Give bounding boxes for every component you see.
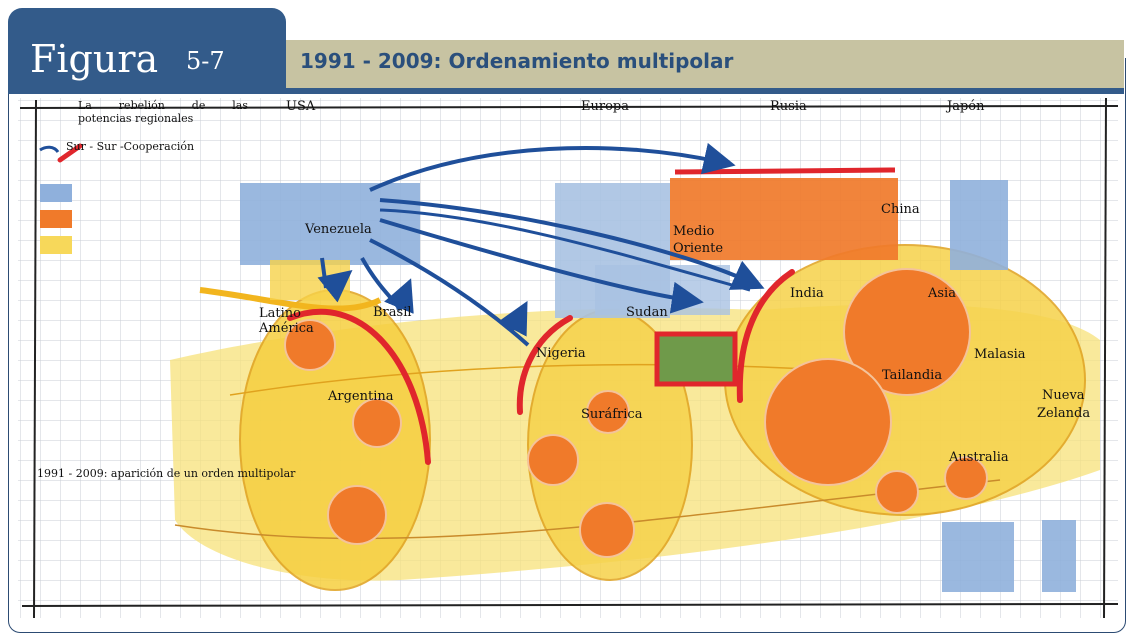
figure-tab xyxy=(8,8,286,94)
legend-red-arc-icon xyxy=(57,143,83,163)
band-edge-line xyxy=(229,363,901,396)
label-surafrica: Suráfrica xyxy=(581,407,643,422)
circle-africa-1 xyxy=(527,434,579,486)
circle-asia-small-1 xyxy=(875,470,919,514)
circle-latin-2 xyxy=(352,398,402,448)
label-usa: USA xyxy=(286,99,316,114)
right-axis-line xyxy=(1103,97,1107,619)
circle-latin-3 xyxy=(327,485,387,545)
label-argentina: Argentina xyxy=(328,389,394,404)
red-arc-africa xyxy=(516,315,573,415)
label-rusia: Rusia xyxy=(770,99,807,114)
label-brasil: Brasil xyxy=(373,305,412,320)
label-nueva: Nueva xyxy=(1042,388,1085,403)
label-japon: Japón xyxy=(947,99,985,114)
label-china: China xyxy=(881,202,920,217)
label-sudan: Sudan xyxy=(626,305,668,320)
arrow-to-india xyxy=(379,208,751,292)
label-latino: Latino xyxy=(259,306,301,321)
label-europa: Europa xyxy=(581,99,629,114)
label-america: América xyxy=(259,321,314,336)
legend-cooperation: Sur - Sur -Cooperación xyxy=(66,140,195,153)
arrow-to-china xyxy=(379,198,765,290)
legend-blue-arrow-icon xyxy=(39,145,60,153)
label-nigeria: Nigeria xyxy=(536,346,586,361)
diagram-caption: 1991 - 2009: aparición de un orden multi… xyxy=(37,467,296,480)
circle-asia-big xyxy=(843,268,971,396)
arrow-to-russia xyxy=(369,142,736,192)
header-rule xyxy=(8,88,1124,94)
label-malasia: Malasia xyxy=(974,347,1026,362)
red-arc-asia xyxy=(736,269,795,403)
label-asia: Asia xyxy=(928,286,956,301)
label-venezuela: Venezuela xyxy=(305,222,372,237)
title-bar xyxy=(286,40,1124,88)
figure-word: Figura xyxy=(30,37,159,81)
circle-africa-3 xyxy=(579,502,635,558)
legend-swatch-orange xyxy=(40,210,72,228)
legend-rebellion-line2: potencias regionales xyxy=(78,112,194,125)
russia-block xyxy=(670,178,898,260)
small-blue-block-2 xyxy=(1042,520,1076,592)
label-australia: Australia xyxy=(949,450,1009,465)
legend-rebellion-line1: La rebelión de las xyxy=(78,99,248,112)
figure-number: 5-7 xyxy=(186,47,225,75)
arrow-to-nigeria-head xyxy=(498,300,528,337)
circle-latin-1 xyxy=(284,319,336,371)
label-tailandia: Tailandia xyxy=(882,368,943,383)
legend-swatch-blue xyxy=(40,184,72,202)
circle-asia-small-2 xyxy=(944,456,988,500)
circle-africa-2 xyxy=(586,390,630,434)
label-zelanda: Zelanda xyxy=(1037,406,1091,421)
arrow-to-sudan xyxy=(379,218,704,314)
russia-top-edge xyxy=(674,167,896,175)
circle-asia-mid xyxy=(764,358,892,486)
japan-block xyxy=(950,180,1008,270)
band-lower-line xyxy=(174,479,1001,540)
legend-swatch-yellow xyxy=(40,236,72,254)
label-oriente: Oriente xyxy=(673,241,724,256)
green-box xyxy=(654,331,738,387)
red-arc-latin xyxy=(287,308,431,465)
top-axis-line xyxy=(19,105,1119,109)
arrow-latin-head xyxy=(317,270,353,303)
label-medio: Medio xyxy=(673,224,715,239)
small-blue-block-1 xyxy=(942,522,1014,592)
europe-block-lower xyxy=(595,265,730,315)
bottom-axis-line xyxy=(21,603,1119,607)
left-axis-line xyxy=(33,99,37,619)
label-india: India xyxy=(790,286,824,301)
arrow-to-brasil-head xyxy=(384,278,414,314)
yellow-streak xyxy=(199,287,382,312)
figure-title: 1991 - 2009: Ordenamiento multipolar xyxy=(300,49,734,73)
